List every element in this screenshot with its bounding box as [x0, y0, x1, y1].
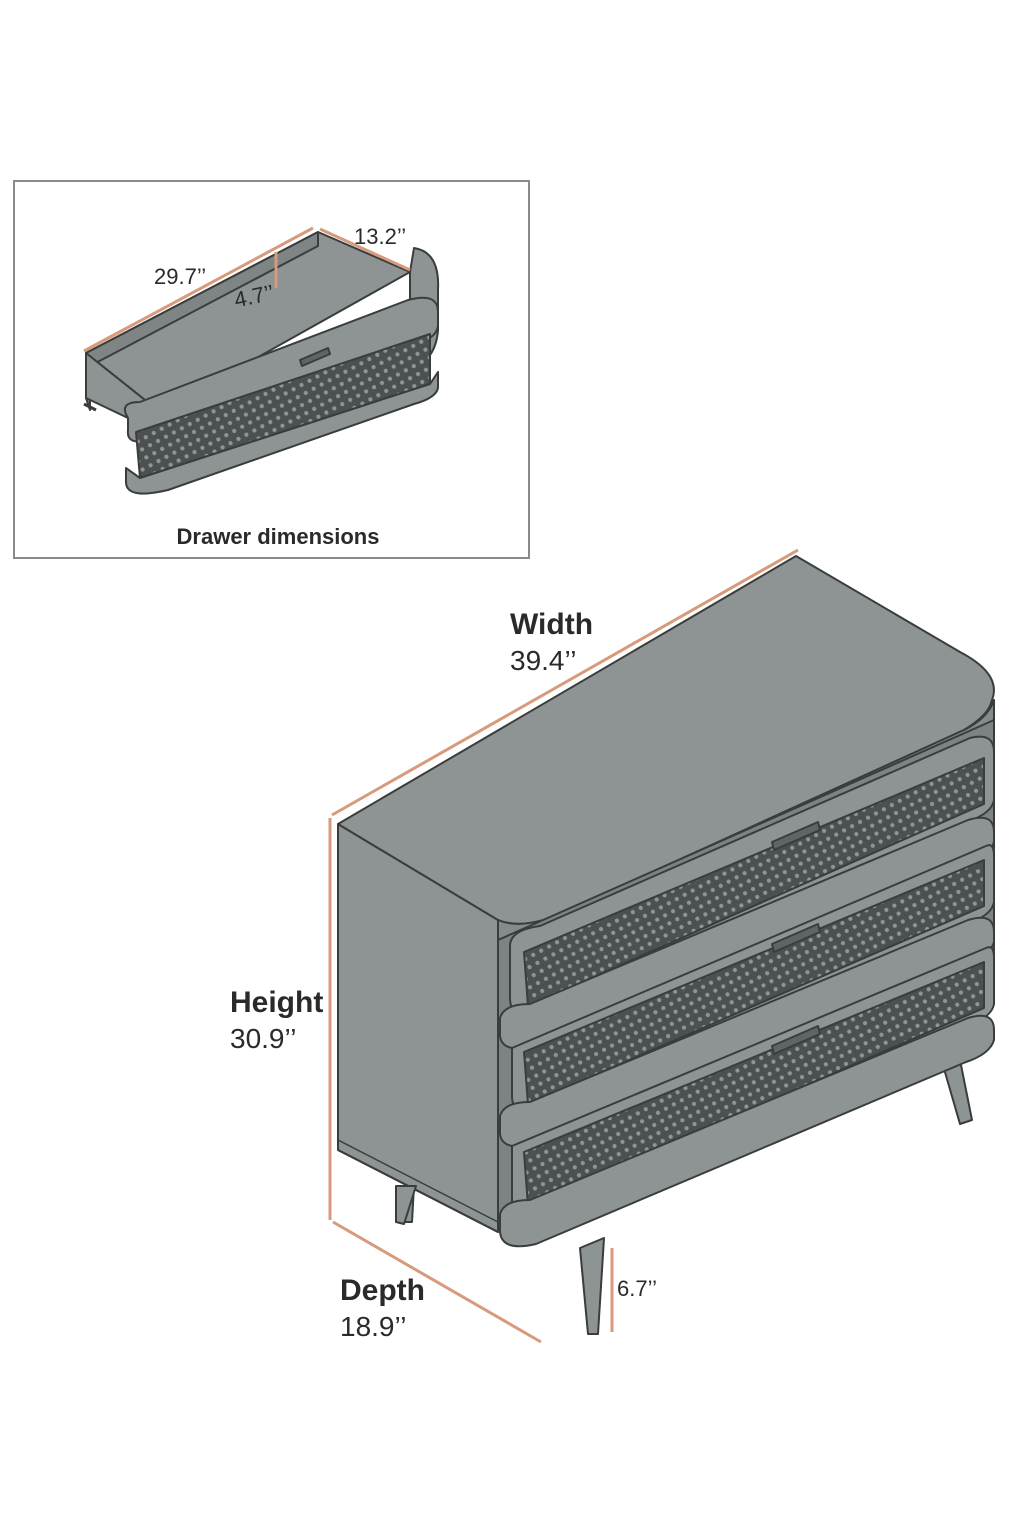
depth-value: 18.9’’: [340, 1311, 406, 1342]
drawer-1-handle: [771, 821, 821, 851]
drawer-illustration: [83, 231, 440, 495]
drawer-length-label: 29.7’’: [154, 264, 206, 289]
drawer-inset: 29.7’’ 4.7’’ 13.2’’ Drawer dimensions: [13, 180, 530, 559]
drawer-depth-label: 13.2’’: [354, 224, 406, 249]
drawer-depth-dimension-line: [319, 227, 411, 272]
drawer-caption: Drawer dimensions: [177, 524, 380, 549]
depth-label: Depth: [340, 1274, 425, 1307]
width-value: 39.4’’: [510, 645, 576, 676]
height-label: Height: [230, 986, 323, 1019]
drawer-length-dimension-line: [83, 226, 314, 353]
drawer-2-handle: [771, 923, 821, 953]
drawer-3-handle: [771, 1025, 821, 1055]
dresser-illustration: [337, 555, 995, 1335]
height-value: 30.9’’: [230, 1023, 296, 1054]
depth-dimension-line: [332, 1220, 542, 1344]
leg-height-value: 6.7’’: [617, 1276, 657, 1301]
drawer-handle: [299, 347, 331, 367]
width-dimension-line: [331, 548, 799, 817]
dresser-leg-front-side: [395, 1185, 417, 1225]
dresser-leg-front-left: [579, 1237, 605, 1335]
width-label: Width: [510, 608, 593, 641]
